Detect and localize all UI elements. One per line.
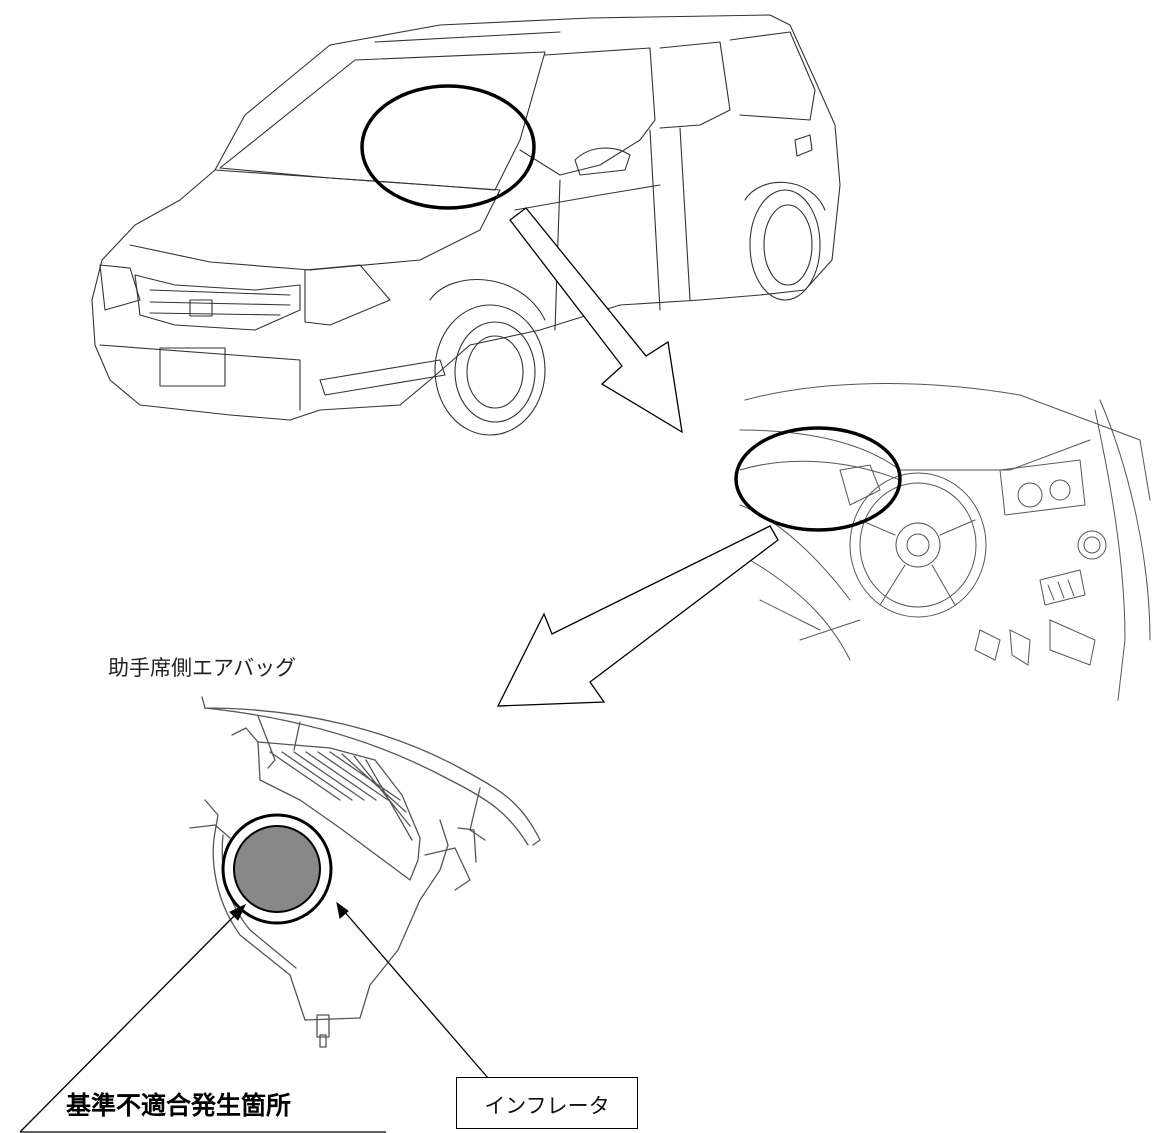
arrow-to-dashboard — [509, 207, 683, 434]
arrow-to-airbag — [496, 525, 779, 707]
defect-leader-arrow — [19, 904, 246, 1133]
inflator-leader-arrowhead — [336, 901, 349, 919]
inflator-disc — [233, 825, 321, 913]
passenger-airbag-title: 助手席側エアバッグ — [108, 656, 297, 680]
defect-leader-arrowhead — [229, 903, 247, 921]
inflator-label: インフレータ — [484, 1094, 610, 1118]
airbag-module-illustration — [189, 696, 541, 1048]
inflator-leader-arrow — [336, 902, 489, 1079]
dashboard-illustration — [739, 383, 1151, 701]
minivan-illustration — [91, 14, 841, 436]
passenger-airbag-highlight-circle — [734, 426, 902, 532]
windshield-highlight-circle — [360, 84, 536, 210]
defect-location-label: 基準不適合発生箇所 — [66, 1091, 292, 1120]
inflator-callout-box: インフレータ — [456, 1077, 638, 1129]
